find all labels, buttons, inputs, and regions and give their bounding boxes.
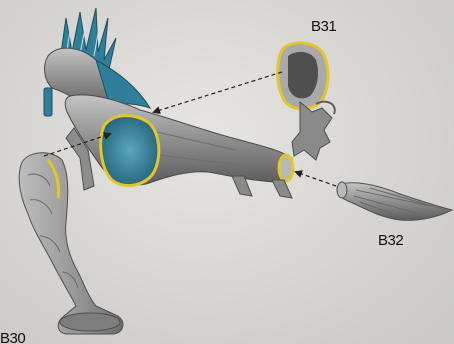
label-b30: B30 [0,330,25,344]
part-b32-tail [337,182,452,220]
part-b31-socket [278,43,335,160]
arrow-b31-to-body [154,72,282,112]
part-b30-leg [19,153,123,334]
label-b32: B32 [378,232,403,249]
label-b31: B31 [311,18,336,35]
arrow-b32-to-body [296,172,336,186]
main-body [44,8,293,198]
